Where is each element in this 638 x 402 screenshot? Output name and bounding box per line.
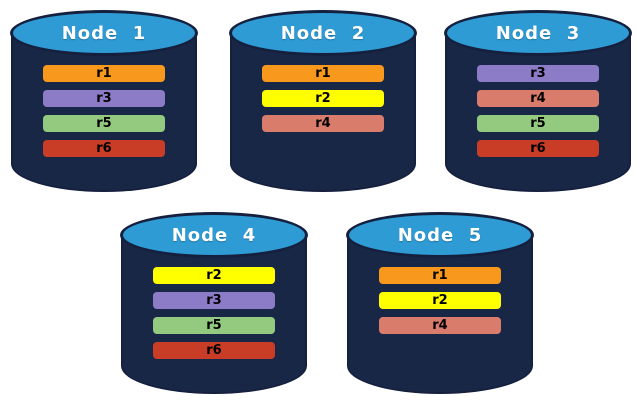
replica-bar: r2 <box>262 90 384 107</box>
node-title: Node 5 <box>397 224 483 246</box>
node-1-cylinder-top: Node 1 <box>10 10 198 56</box>
replica-bar: r3 <box>43 90 165 107</box>
node-3-cylinder-body <box>445 32 631 192</box>
node-2-cylinder-top: Node 2 <box>229 10 417 56</box>
replica-bar: r3 <box>153 292 275 309</box>
replica-bar: r1 <box>262 65 384 82</box>
node-1-replica-list: r1 r3 r5 r6 <box>10 65 198 157</box>
node-5-cylinder-top: Node 5 <box>346 212 534 258</box>
replica-bar: r4 <box>477 90 599 107</box>
node-3-cylinder: Node 3 r3 r4 r5 r6 <box>444 8 632 192</box>
replica-bar: r2 <box>379 292 501 309</box>
replica-bar: r4 <box>379 317 501 334</box>
node-title: Node 3 <box>495 22 581 44</box>
replica-bar: r6 <box>477 140 599 157</box>
node-4-cylinder-body <box>121 234 307 394</box>
node-title: Node 1 <box>61 22 147 44</box>
node-2-cylinder: Node 2 r1 r2 r4 <box>229 8 417 192</box>
node-title: Node 4 <box>171 224 257 246</box>
replica-bar: r5 <box>43 115 165 132</box>
replica-bar: r2 <box>153 267 275 284</box>
replica-bar: r4 <box>262 115 384 132</box>
node-1-cylinder-body <box>11 32 197 192</box>
node-5-cylinder: Node 5 r1 r2 r4 <box>346 210 534 394</box>
node-3-cylinder-top: Node 3 <box>444 10 632 56</box>
replica-bar: r1 <box>379 267 501 284</box>
node-4-replica-list: r2 r3 r5 r6 <box>120 267 308 359</box>
node-2-replica-list: r1 r2 r4 <box>229 65 417 132</box>
node-4-cylinder-top: Node 4 <box>120 212 308 258</box>
node-1-cylinder: Node 1 r1 r3 r5 r6 <box>10 8 198 192</box>
replica-bar: r6 <box>43 140 165 157</box>
replica-bar: r5 <box>153 317 275 334</box>
replica-bar: r1 <box>43 65 165 82</box>
node-title: Node 2 <box>280 22 366 44</box>
replica-bar: r6 <box>153 342 275 359</box>
node-5-replica-list: r1 r2 r4 <box>346 267 534 334</box>
node-3-replica-list: r3 r4 r5 r6 <box>444 65 632 157</box>
replica-bar: r5 <box>477 115 599 132</box>
node-4-cylinder: Node 4 r2 r3 r5 r6 <box>120 210 308 394</box>
replica-bar: r3 <box>477 65 599 82</box>
node-5-cylinder-body <box>347 234 533 394</box>
node-2-cylinder-body <box>230 32 416 192</box>
